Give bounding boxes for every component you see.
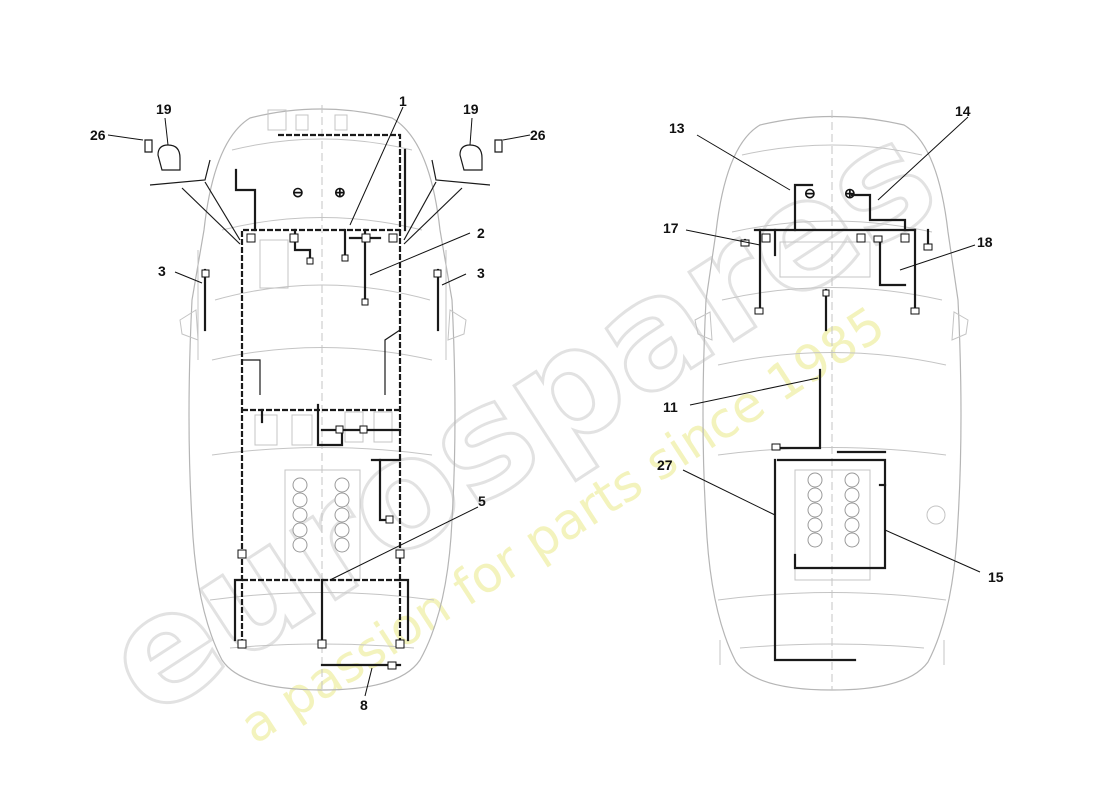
callout-26-left: 26 <box>90 127 106 143</box>
callout-11: 11 <box>663 399 678 415</box>
right-leader-lines <box>682 116 981 573</box>
callout-5: 5 <box>478 493 486 509</box>
callout-1: 1 <box>399 93 407 109</box>
right-car-outline <box>694 110 969 691</box>
callout-19-left: 19 <box>156 101 172 117</box>
callout-15: 15 <box>988 569 1004 585</box>
callout-19-right: 19 <box>463 101 479 117</box>
callout-27: 27 <box>657 457 673 473</box>
callout-14: 14 <box>955 103 971 119</box>
right-callouts: 11 13 14 15 17 18 27 <box>657 103 1004 585</box>
left-callouts: 1 2 3 3 5 8 19 19 26 26 <box>90 93 546 713</box>
callout-17: 17 <box>663 220 679 236</box>
callout-13: 13 <box>669 120 685 136</box>
right-harness <box>740 183 933 662</box>
left-harness <box>201 133 442 670</box>
battery-positive-icon-right: ⊕ <box>844 185 856 201</box>
battery-negative-icon-right: ⊖ <box>804 185 816 201</box>
left-leader-lines <box>107 106 531 697</box>
left-battery: ⊖ ⊕ <box>292 184 346 200</box>
left-clamp-parts <box>144 139 503 245</box>
callout-3-left: 3 <box>158 263 166 279</box>
callout-8: 8 <box>360 697 368 713</box>
right-battery: ⊖ ⊕ <box>804 185 856 201</box>
left-engine-cylinders <box>292 477 350 553</box>
callout-3-right: 3 <box>477 265 485 281</box>
callout-2: 2 <box>477 225 485 241</box>
battery-negative-icon: ⊖ <box>292 184 304 200</box>
battery-positive-icon: ⊕ <box>334 184 346 200</box>
right-engine-cylinders <box>807 472 860 548</box>
callout-26-right: 26 <box>530 127 546 143</box>
callout-18: 18 <box>977 234 993 250</box>
